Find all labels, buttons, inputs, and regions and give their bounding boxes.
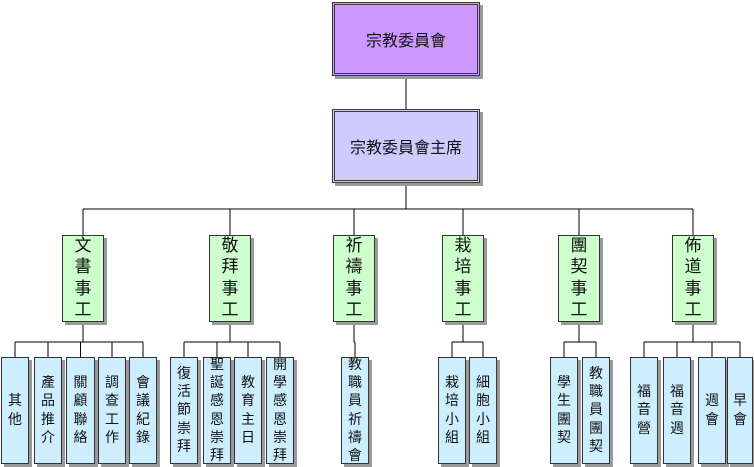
department-label: 文書事工 — [74, 236, 92, 320]
task-label: 早會 — [733, 393, 747, 428]
task-label: 產品推介 — [41, 375, 55, 446]
task-label: 聖誕感恩崇拜 — [210, 356, 224, 464]
task-label: 教職員祈禱會 — [348, 356, 362, 464]
task-node: 細胞小組 — [469, 357, 497, 464]
task-label: 栽培小組 — [445, 375, 459, 446]
department-label: 佈道事工 — [684, 236, 702, 320]
task-label: 開學感恩崇拜 — [273, 356, 287, 464]
task-label: 會議紀錄 — [136, 375, 150, 446]
department-node: 敬拜事工 — [209, 235, 251, 322]
department-label: 栽培事工 — [454, 236, 472, 320]
task-label: 教育主日 — [241, 375, 255, 446]
chair-label: 宗教委員會主席 — [349, 138, 462, 157]
task-node: 復活節崇拜 — [170, 357, 198, 464]
task-label: 復活節崇拜 — [177, 366, 191, 455]
task-node: 關顧聯絡 — [66, 357, 95, 464]
task-node: 早會 — [727, 357, 753, 464]
task-label: 調查工作 — [105, 375, 119, 446]
task-node: 產品推介 — [34, 357, 62, 464]
task-node: 聖誕感恩崇拜 — [203, 357, 231, 464]
task-label: 細胞小組 — [476, 375, 490, 446]
task-node: 週會 — [698, 357, 726, 464]
task-node: 其他 — [1, 357, 29, 464]
task-node: 福音營 — [630, 357, 658, 464]
task-node: 學生團契 — [550, 357, 578, 464]
task-node: 福音週 — [663, 357, 691, 464]
root-node: 宗教委員會 — [332, 2, 480, 76]
task-label: 學生團契 — [557, 375, 571, 446]
department-node: 團契事工 — [558, 235, 600, 322]
department-label: 敬拜事工 — [221, 236, 239, 320]
root-label: 宗教委員會 — [365, 31, 446, 50]
task-node: 教職員祈禱會 — [341, 357, 369, 464]
task-label: 福音營 — [637, 384, 651, 437]
department-node: 栽培事工 — [442, 235, 484, 322]
task-label: 教職員團契 — [589, 366, 603, 455]
task-label: 福音週 — [670, 384, 684, 437]
task-node: 教育主日 — [234, 357, 262, 464]
task-node: 開學感恩崇拜 — [266, 357, 294, 464]
task-node: 栽培小組 — [438, 357, 466, 464]
task-label: 其他 — [8, 393, 22, 428]
task-node: 調查工作 — [98, 357, 126, 464]
department-node: 佈道事工 — [672, 235, 714, 322]
department-label: 團契事工 — [570, 236, 588, 320]
task-node: 會議紀錄 — [129, 357, 157, 464]
department-node: 祈禱事工 — [333, 235, 375, 322]
task-label: 週會 — [705, 393, 719, 428]
department-node: 文書事工 — [62, 235, 104, 322]
task-node: 教職員團契 — [582, 357, 610, 464]
department-label: 祈禱事工 — [345, 236, 363, 320]
task-label: 關顧聯絡 — [73, 375, 88, 446]
chair-node: 宗教委員會主席 — [332, 109, 480, 183]
